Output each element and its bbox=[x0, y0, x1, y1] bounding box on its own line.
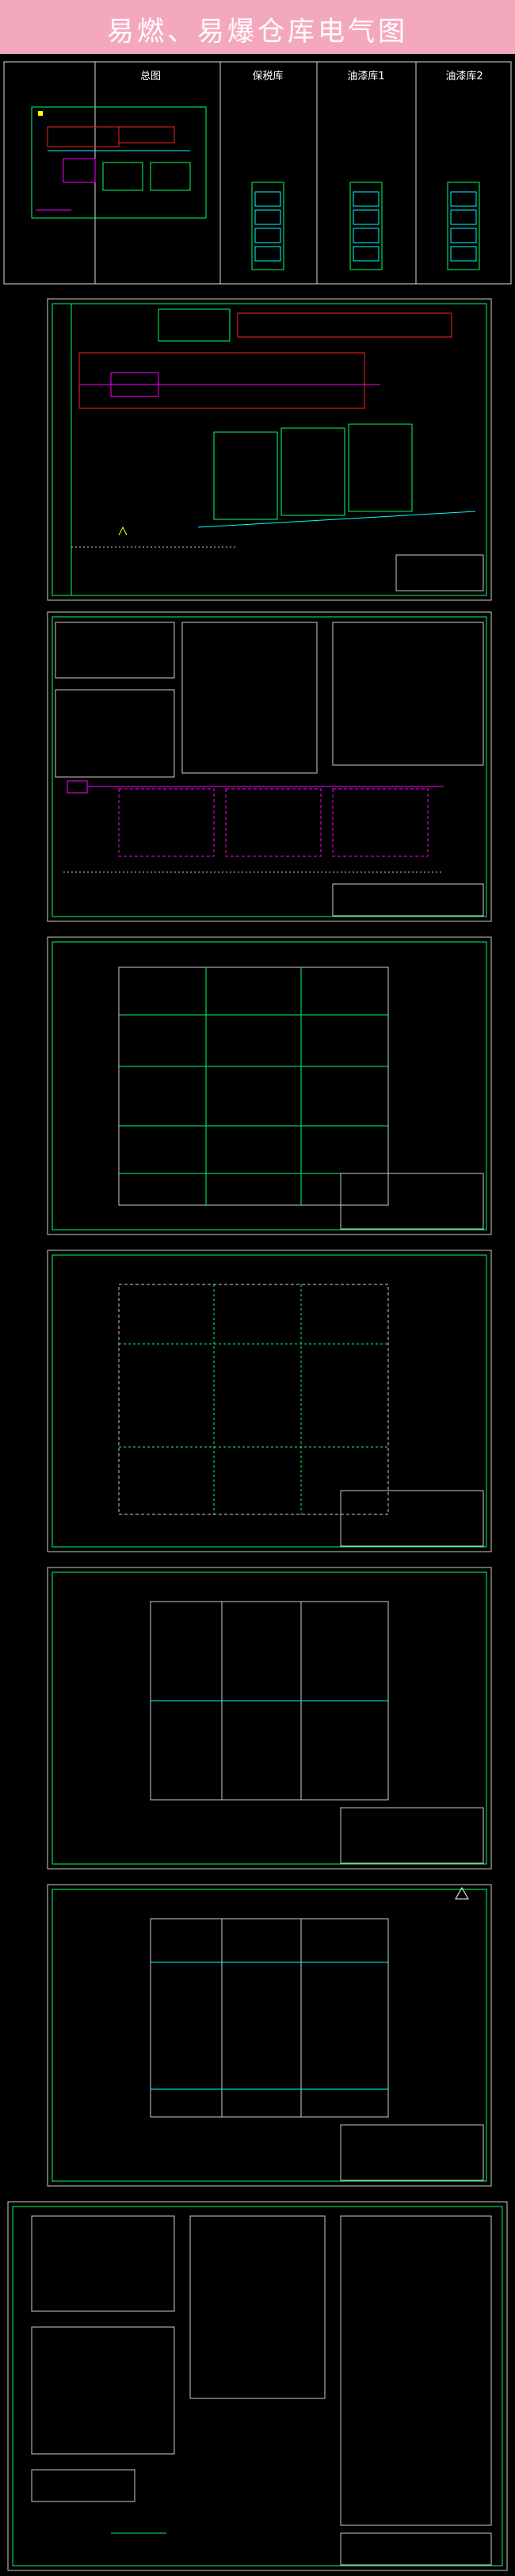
general-plan-thumbnail[interactable] bbox=[31, 106, 207, 219]
system-diagram-sheet bbox=[0, 611, 515, 924]
bonded-warehouse-thumbnail[interactable] bbox=[251, 182, 284, 270]
system-diagram-drawing bbox=[47, 611, 492, 922]
legend-notes-sheet bbox=[0, 2200, 515, 2573]
site-plan-sheet bbox=[0, 297, 515, 603]
power-plan-sheet bbox=[0, 1566, 515, 1871]
power-plan-drawing bbox=[47, 1567, 492, 1870]
paint-warehouse-2-thumbnail[interactable] bbox=[447, 182, 480, 270]
lighting-plan-drawing bbox=[47, 936, 492, 1235]
socket-plan-sheet bbox=[0, 1249, 515, 1554]
tab-bonded-warehouse[interactable]: 保税库 bbox=[252, 70, 283, 82]
overview-sheet: 总图 保税库 油漆库1 油漆库2 bbox=[0, 56, 515, 285]
tab-paint-warehouse-2[interactable]: 油漆库2 bbox=[445, 70, 483, 82]
tab-paint-warehouse-1[interactable]: 油漆库1 bbox=[347, 70, 384, 82]
page-title: 易燃、易爆仓库电气图 bbox=[107, 16, 408, 48]
grounding-plan-sheet bbox=[0, 1883, 515, 2188]
header-banner: 易燃、易爆仓库电气图 bbox=[0, 0, 515, 54]
lighting-plan-sheet bbox=[0, 936, 515, 1237]
site-plan-drawing bbox=[47, 298, 492, 601]
tab-general-plan[interactable]: 总图 bbox=[140, 71, 161, 82]
paint-warehouse-1-thumbnail[interactable] bbox=[349, 182, 383, 270]
socket-plan-drawing bbox=[47, 1250, 492, 1552]
legend-notes-drawing bbox=[7, 2201, 508, 2571]
north-arrow-icon bbox=[455, 1886, 469, 1900]
overview-drawing: 总图 保税库 油漆库1 油漆库2 bbox=[3, 61, 512, 285]
grounding-plan-drawing bbox=[47, 1884, 492, 2187]
